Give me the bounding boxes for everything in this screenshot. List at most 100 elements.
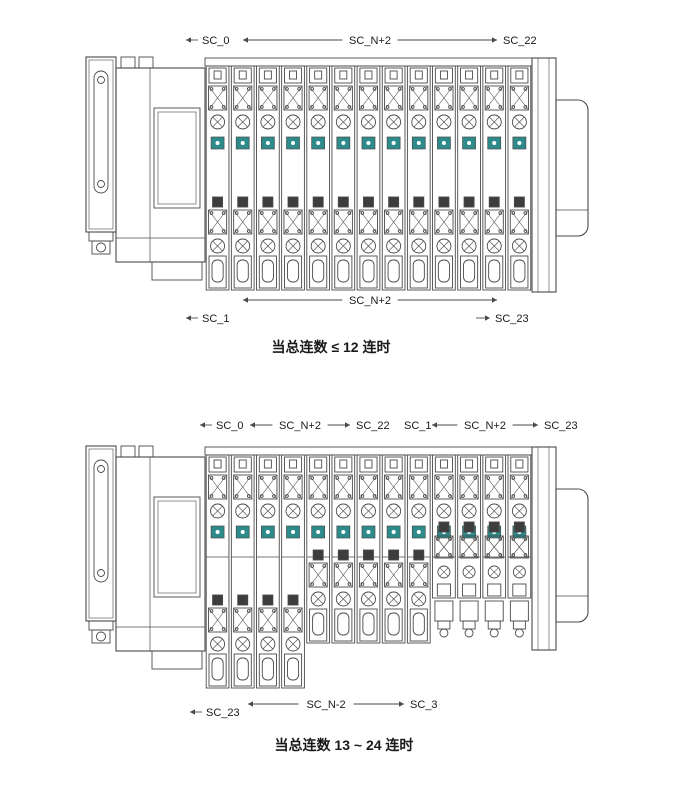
- diagram-shape: [464, 628, 474, 638]
- diagram-shape: [212, 506, 223, 516]
- side-label: SC_23: [476, 313, 529, 325]
- valve-station: [281, 65, 305, 291]
- port-badge: [488, 521, 500, 533]
- solenoid-block: [258, 474, 278, 500]
- diagram-shape: [488, 259, 501, 283]
- diagram-shape: [388, 241, 399, 251]
- diagram-shape: [511, 105, 516, 109]
- valve-station: [331, 454, 356, 644]
- diagram-shape: [448, 105, 452, 109]
- bottom-port: [484, 600, 504, 638]
- diagram-shape: [297, 211, 301, 215]
- diagram-shape: [514, 628, 524, 638]
- diagram-shape: [310, 229, 314, 233]
- arrowhead: [399, 701, 404, 707]
- diagram-shape: [511, 537, 516, 541]
- diagram-shape: [498, 105, 503, 109]
- diagram-shape: [448, 229, 452, 233]
- diagram-shape: [157, 500, 197, 594]
- diagram-shape: [388, 594, 399, 604]
- valve-station: [381, 65, 406, 291]
- diagram-shape: [209, 494, 214, 498]
- diagram-shape: [288, 241, 298, 251]
- bottom-connector: [334, 608, 353, 642]
- diagram-shape: [514, 506, 525, 516]
- manual-override: [210, 636, 226, 652]
- solenoid-block: [208, 209, 228, 235]
- diagram-shape: [434, 535, 454, 559]
- diagram-shape: [288, 639, 298, 649]
- arrowhead: [492, 37, 497, 43]
- diagram-shape: [385, 476, 390, 480]
- solenoid-block: [258, 85, 278, 111]
- top-connector: [359, 67, 378, 84]
- valve-body: [507, 454, 532, 599]
- diagram-shape: [410, 229, 415, 233]
- diagram-shape: [423, 494, 427, 498]
- diagram-shape: [234, 476, 239, 480]
- diagram-shape: [347, 564, 352, 568]
- manual-override: [486, 503, 502, 519]
- solenoid-block: [484, 209, 504, 235]
- solenoid-block: [358, 209, 378, 235]
- diagram-shape: [385, 494, 390, 498]
- diagram-shape: [238, 459, 247, 469]
- diagram-shape: [423, 564, 427, 568]
- top-connector: [334, 67, 353, 84]
- valve-body: [205, 454, 230, 689]
- diagram-shape: [288, 506, 298, 516]
- diagram-shape: [88, 620, 114, 631]
- diagram-shape: [314, 70, 323, 80]
- end-block: [555, 99, 589, 237]
- diagram-shape: [272, 87, 276, 91]
- manual-override: [210, 503, 226, 519]
- diagram-shape: [211, 657, 224, 681]
- diagram-shape: [423, 476, 427, 480]
- diagram-shape: [347, 87, 352, 91]
- diagram-shape: [246, 229, 251, 233]
- diagram-shape: [410, 494, 415, 498]
- diagram-shape: [461, 476, 465, 480]
- dimension-label: SC_N-2: [248, 699, 404, 711]
- diagram-shape: [523, 537, 528, 541]
- bottom-connector: [233, 255, 252, 289]
- manual-override: [260, 636, 276, 652]
- diagram-shape: [237, 506, 248, 516]
- diagram-shape: [523, 494, 528, 498]
- bottom-connector: [359, 608, 378, 642]
- diagram-shape: [473, 87, 477, 91]
- bottom-connector: [434, 255, 453, 289]
- diagram-shape: [362, 259, 375, 283]
- manual-override: [260, 114, 276, 130]
- diagram-shape: [385, 564, 390, 568]
- top-connector: [409, 456, 428, 473]
- diagram-shape: [439, 70, 448, 80]
- diagram-shape: [285, 476, 289, 480]
- diagram-shape: [289, 459, 297, 469]
- valve-body: [205, 65, 230, 291]
- valve-station: [406, 65, 431, 291]
- top-connector: [460, 456, 479, 473]
- diagram-shape: [213, 459, 222, 469]
- bottom-port: [509, 600, 529, 638]
- diagram-shape: [436, 211, 440, 215]
- diagram-shape: [209, 609, 214, 613]
- caption-diagram1: 当总连数 ≤ 12 连时: [272, 339, 391, 355]
- valve-body: [256, 65, 280, 291]
- valve-body: [306, 65, 330, 291]
- manual-override: [386, 503, 402, 519]
- solenoid-block: [384, 562, 404, 588]
- diagram-shape: [335, 211, 340, 215]
- diagram-shape: [316, 141, 321, 145]
- valve-body: [482, 65, 507, 291]
- valve-body: [281, 454, 305, 689]
- diagram-shape: [448, 87, 452, 91]
- port-badge: [312, 196, 324, 208]
- diagram-shape: [467, 141, 472, 145]
- diagram-shape: [322, 105, 327, 109]
- diagram-shape: [459, 600, 479, 622]
- top-connector: [409, 67, 428, 84]
- bottom-connector: [512, 583, 527, 597]
- diagram-shape: [473, 211, 477, 215]
- top-connector: [258, 456, 277, 473]
